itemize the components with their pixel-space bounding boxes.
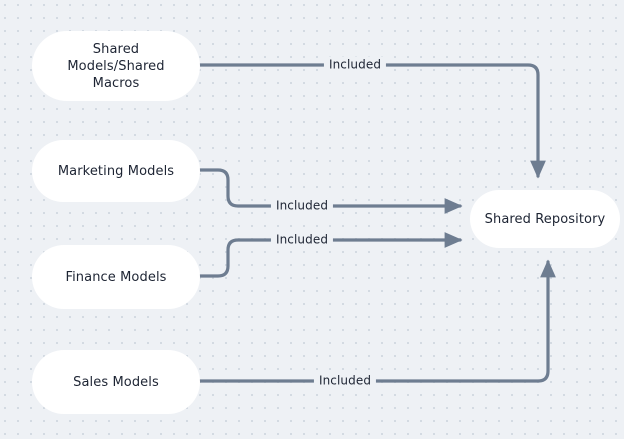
edge-sales-to-repository [198, 259, 556, 383]
node-label-sales-models: Sales Models [73, 374, 159, 390]
node-finance-models[interactable]: Finance Models [32, 245, 200, 309]
node-marketing-models[interactable]: Marketing Models [32, 140, 200, 202]
node-sales-models[interactable]: Sales Models [32, 350, 200, 414]
node-label-marketing-models: Marketing Models [57, 163, 175, 179]
edge-shared-models-to-repository [198, 63, 546, 179]
edge-label-marketing-to-repository: Included [270, 197, 334, 215]
node-label-shared-models-shared-macros: Shared Models/Shared Macros [67, 41, 165, 91]
edge-label-sales-to-repository: Included [313, 372, 377, 390]
node-shared-repository[interactable]: Shared Repository [470, 190, 620, 248]
edge-finance-to-repository [198, 232, 463, 278]
node-label-shared-repository: Shared Repository [484, 211, 606, 227]
edge-label-shared-models-to-repository: Included [323, 56, 387, 74]
edge-label-finance-to-repository: Included [270, 231, 334, 249]
edge-marketing-to-repository [198, 168, 463, 214]
node-label-finance-models: Finance Models [65, 269, 167, 285]
node-shared-models-shared-macros[interactable]: Shared Models/Shared Macros [32, 31, 200, 101]
